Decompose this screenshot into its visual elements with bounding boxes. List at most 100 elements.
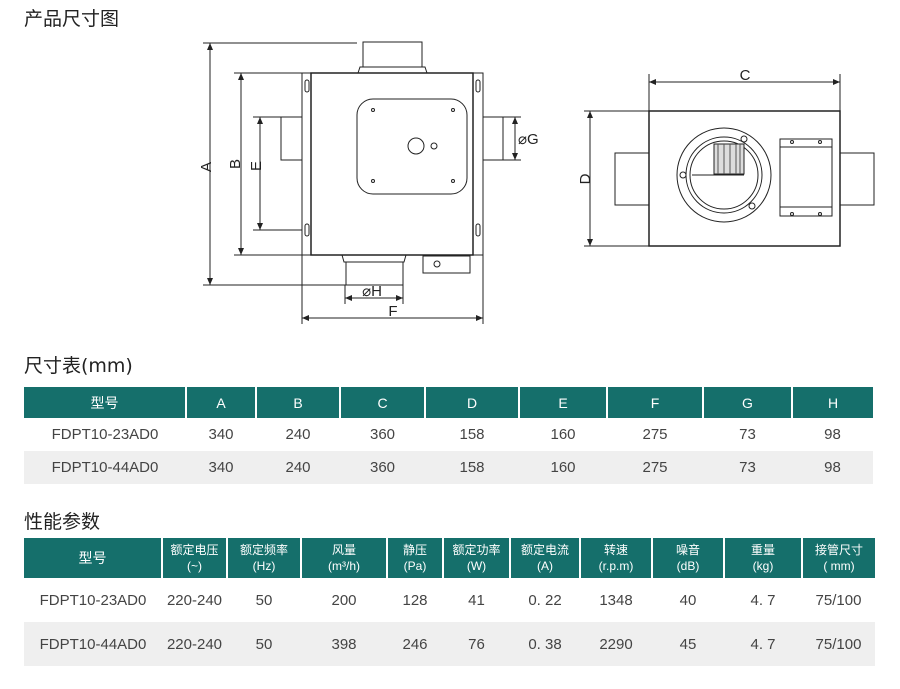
column-header: 重量 (kg) bbox=[724, 538, 803, 578]
column-header: 额定电流 (A) bbox=[510, 538, 581, 578]
table-header-row: 型号 A B C D E F G H bbox=[24, 387, 873, 418]
value-cell: 1348 bbox=[599, 591, 633, 609]
value-cell: 158 bbox=[459, 426, 485, 443]
column-header-unit: (~) bbox=[187, 559, 202, 573]
column-header-name: 额定电流 bbox=[520, 543, 569, 557]
column-header: 额定频率 (Hz) bbox=[227, 538, 302, 578]
value-cell: 73 bbox=[739, 426, 756, 443]
dimensions-section-title: 尺寸表(mm) bbox=[24, 355, 133, 377]
dim-label-c: C bbox=[740, 67, 751, 84]
value-cell: 75/100 bbox=[802, 622, 875, 666]
value-cell: 360 bbox=[340, 451, 425, 484]
column-header: 额定电压 (~) bbox=[162, 538, 228, 578]
model-cell: FDPT10-44AD0 bbox=[24, 622, 162, 666]
model-cell: FDPT10-23AD0 bbox=[39, 591, 147, 609]
value-cell: 41 bbox=[468, 591, 485, 609]
column-header: 转速 (r.p.m) bbox=[580, 538, 653, 578]
product-dimension-drawing: A B E F ⌀H ⌀G C D bbox=[198, 41, 875, 324]
value-cell: 240 bbox=[256, 451, 340, 484]
table-header-row: 型号额定电压(~)额定频率(Hz)风量(m³/h)静压(Pa)额定功率(W)额定… bbox=[24, 538, 875, 578]
value-cell: 340 bbox=[208, 426, 234, 443]
value-cell: 0. 22 bbox=[528, 591, 562, 609]
column-header-name: 重量 bbox=[750, 543, 775, 557]
front-view bbox=[203, 41, 521, 324]
value-cell: 200 bbox=[331, 591, 357, 609]
dim-label-b: B bbox=[227, 159, 244, 169]
dim-label-a: A bbox=[198, 162, 215, 172]
value-cell: 160 bbox=[519, 451, 607, 484]
column-header-name: 噪音 bbox=[675, 543, 700, 557]
column-header-name: 接管尺寸 bbox=[814, 543, 863, 557]
value-cell: 275 bbox=[642, 426, 668, 443]
column-header-name: 静压 bbox=[402, 543, 427, 557]
value-cell: 4. 7 bbox=[724, 622, 802, 666]
column-header: G bbox=[703, 387, 793, 418]
value-cell: 240 bbox=[285, 426, 311, 443]
value-cell: 360 bbox=[369, 426, 396, 443]
value-cell: 220-240 bbox=[162, 622, 227, 666]
column-header-name: 转速 bbox=[603, 543, 628, 557]
column-header: 静压 (Pa) bbox=[387, 538, 444, 578]
value-cell: 128 bbox=[402, 591, 428, 609]
column-header-name: 型号 bbox=[78, 550, 107, 566]
value-cell: 98 bbox=[824, 426, 841, 443]
value-cell: 2290 bbox=[580, 622, 652, 666]
column-header-name: 额定功率 bbox=[452, 543, 501, 557]
column-header-name: 额定频率 bbox=[239, 543, 288, 557]
value-cell: 40 bbox=[679, 591, 697, 609]
value-cell: 275 bbox=[607, 451, 703, 484]
column-header-unit: (kg) bbox=[752, 559, 774, 573]
model-cell: FDPT10-23AD0 bbox=[51, 426, 159, 443]
value-cell: 50 bbox=[227, 622, 301, 666]
column-header-unit: (W) bbox=[466, 559, 487, 573]
value-cell: 0. 38 bbox=[510, 622, 580, 666]
performance-table: 型号额定电压(~)额定频率(Hz)风量(m³/h)静压(Pa)额定功率(W)额定… bbox=[24, 538, 875, 666]
value-cell: 73 bbox=[703, 451, 792, 484]
value-cell: 398 bbox=[301, 622, 387, 666]
column-header: C bbox=[340, 387, 426, 418]
model-cell: FDPT10-44AD0 bbox=[24, 451, 186, 484]
column-header: A bbox=[186, 387, 257, 418]
column-header: F bbox=[607, 387, 704, 418]
value-cell: 4. 7 bbox=[750, 591, 776, 609]
column-header-unit: (Pa) bbox=[403, 559, 427, 573]
value-cell: 75/100 bbox=[815, 591, 862, 609]
drawing-section-title: 产品尺寸图 bbox=[24, 8, 120, 30]
column-header: B bbox=[256, 387, 341, 418]
column-header: 风量 (m³/h) bbox=[301, 538, 388, 578]
column-header: E bbox=[519, 387, 608, 418]
value-cell: 50 bbox=[255, 591, 273, 609]
column-header: 噪音 (dB) bbox=[652, 538, 725, 578]
column-header: D bbox=[425, 387, 520, 418]
value-cell: 158 bbox=[425, 451, 519, 484]
value-cell: 340 bbox=[186, 451, 256, 484]
dim-label-e: E bbox=[248, 161, 265, 171]
dim-label-h: ⌀H bbox=[362, 283, 382, 300]
column-header: 型号 bbox=[24, 387, 187, 418]
dim-label-d: D bbox=[577, 173, 594, 184]
column-header: 接管尺寸 ( mm) bbox=[802, 538, 875, 578]
side-view bbox=[584, 74, 875, 247]
dim-label-g: ⌀G bbox=[518, 131, 539, 148]
value-cell: 246 bbox=[387, 622, 443, 666]
column-header: 额定功率 (W) bbox=[443, 538, 511, 578]
dim-label-f: F bbox=[388, 303, 397, 320]
column-header-unit: ( mm) bbox=[823, 559, 855, 573]
value-cell: 98 bbox=[792, 451, 873, 484]
column-header-unit: (r.p.m) bbox=[598, 559, 634, 573]
performance-section-title: 性能参数 bbox=[24, 511, 101, 533]
column-header: 型号 bbox=[24, 538, 163, 578]
column-header-unit: (A) bbox=[537, 559, 553, 573]
column-header: H bbox=[792, 387, 873, 418]
column-header-unit: (dB) bbox=[676, 559, 700, 573]
value-cell: 76 bbox=[443, 622, 510, 666]
column-header-name: 额定电压 bbox=[170, 543, 219, 557]
column-header-unit: (m³/h) bbox=[328, 559, 360, 573]
column-header-name: 风量 bbox=[331, 543, 356, 557]
column-header-unit: (Hz) bbox=[252, 559, 276, 573]
